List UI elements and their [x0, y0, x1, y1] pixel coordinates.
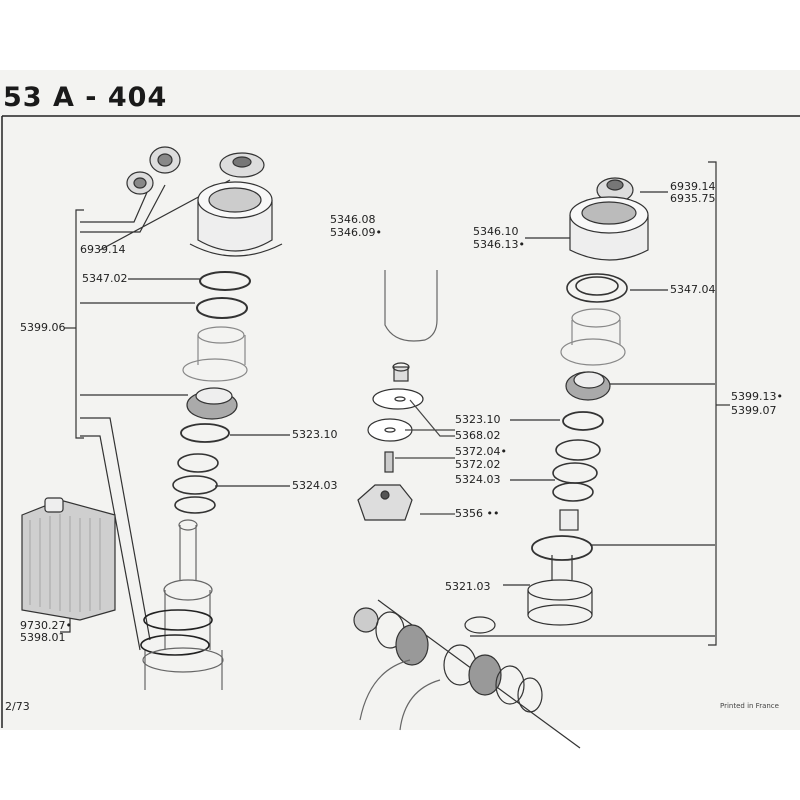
label-center-screw-2: 5372.02: [455, 458, 501, 471]
center-washer-1: [372, 388, 424, 410]
label-right-ring: 5347.04: [670, 283, 716, 296]
label-right-nut-2: 6935.75: [670, 192, 716, 205]
left-kit-bracket: [75, 209, 84, 439]
printed-note: Printed in France: [720, 702, 779, 710]
right-ring: [566, 273, 628, 303]
label-right-nut-1: 6939.14: [670, 180, 716, 193]
left-ring-1: [199, 271, 251, 291]
right-spring: [552, 439, 601, 502]
left-cap: [189, 181, 283, 257]
label-left-kit: 5399.06: [20, 321, 66, 334]
right-seal: [565, 371, 611, 401]
left-top-nut: [219, 152, 265, 178]
left-spring: [172, 453, 219, 514]
left-nuts: [126, 146, 181, 195]
steering-bearing-group: [353, 599, 581, 749]
right-bushing: [560, 308, 626, 366]
left-ring-2: [196, 297, 248, 319]
left-piston: [140, 519, 224, 690]
label-right-piston: 5321.03: [445, 580, 491, 593]
page-title: 53 A - 404: [3, 82, 168, 113]
oil-can-icon: [21, 497, 116, 621]
label-left-spring: 5324.03: [292, 479, 338, 492]
label-left-cup: 5323.10: [292, 428, 338, 441]
left-bushing: [182, 326, 248, 382]
label-center-spring: 5324.03: [455, 473, 501, 486]
label-center-cup: 5323.10: [455, 413, 501, 426]
label-left-nut: 6939.14: [80, 243, 126, 256]
center-valve: [357, 484, 413, 521]
right-kit-bracket: [708, 161, 717, 646]
right-nut: [596, 177, 634, 203]
label-oil-can-2: 5398.01: [20, 631, 66, 644]
label-right-cap-1: 5346.10: [473, 225, 519, 238]
left-cup: [180, 423, 230, 443]
label-oil-can-1: 9730.27•: [20, 619, 72, 632]
page-number: 2/73: [5, 700, 30, 713]
frame-border: [1, 115, 800, 728]
label-right-cap-2: 5346.13•: [473, 238, 525, 251]
label-right-kit-2: 5399.07: [731, 404, 777, 417]
label-left-ring: 5347.02: [82, 272, 128, 285]
label-left-cap-2: 5346.09•: [330, 226, 382, 239]
label-center-screw-1: 5372.04•: [455, 445, 507, 458]
center-screw: [384, 451, 394, 473]
label-right-kit-1: 5399.13•: [731, 390, 783, 403]
shock-body-outline: [384, 270, 438, 342]
right-cup: [562, 411, 604, 431]
center-bolt: [392, 362, 410, 382]
label-center-washer: 5368.02: [455, 429, 501, 442]
label-center-valve: 5356 ••: [455, 507, 500, 520]
right-piston: [527, 509, 593, 626]
right-cap: [569, 196, 649, 261]
left-seal: [186, 387, 238, 420]
label-left-cap-1: 5346.08: [330, 213, 376, 226]
